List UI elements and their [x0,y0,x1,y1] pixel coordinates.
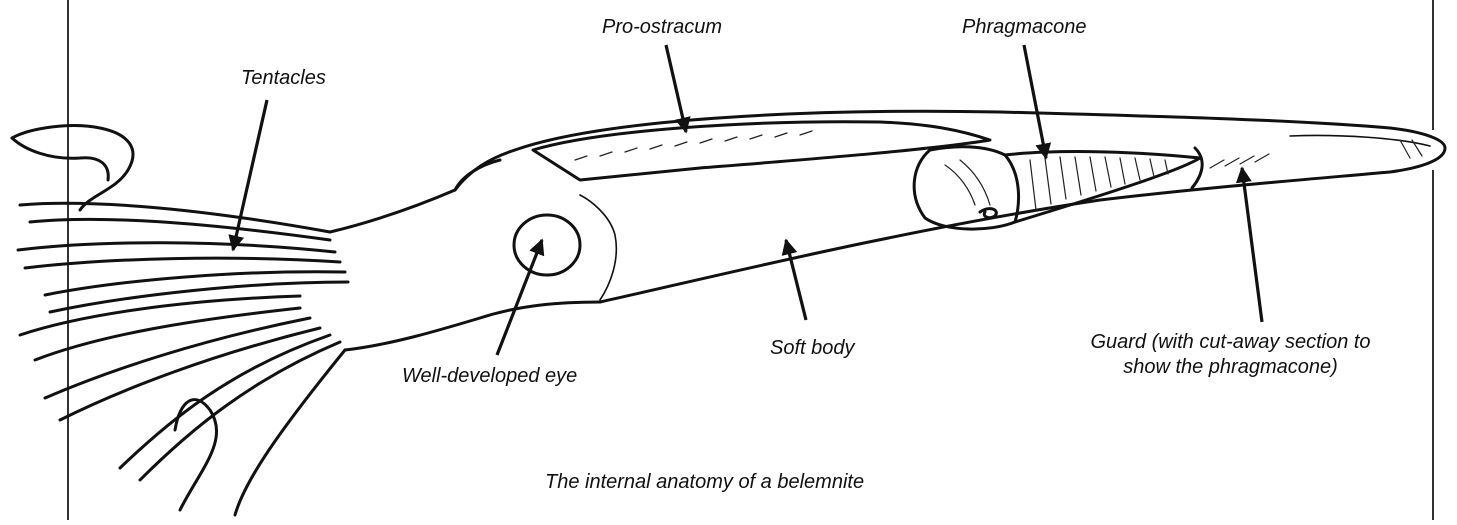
diagram-caption: The internal anatomy of a belemnite [545,470,864,495]
label-phragmacone: Phragmacone [962,15,1087,40]
arrow-soft-body [786,240,806,320]
label-tentacles: Tentacles [241,66,326,91]
label-soft-body: Soft body [770,336,855,361]
arrow-phragmacone [1024,45,1046,158]
arrow-guard [1242,168,1262,322]
arrow-tentacles [233,100,267,250]
label-guard-line2: show the phragmacone) [1058,355,1403,380]
phragmacone-drawing [914,140,1422,229]
label-guard-line1: Guard (with cut-away section to [1058,330,1403,355]
eye-drawing [514,215,580,275]
body-outline [330,111,1445,350]
arrow-eye [497,240,542,355]
tentacles-drawing [12,126,348,515]
label-well-developed-eye: Well-developed eye [402,364,577,389]
label-guard: Guard (with cut-away section to show the… [1058,330,1403,380]
label-pro-ostracum: Pro-ostracum [602,15,722,40]
arrow-pro-ostracum [666,45,686,132]
